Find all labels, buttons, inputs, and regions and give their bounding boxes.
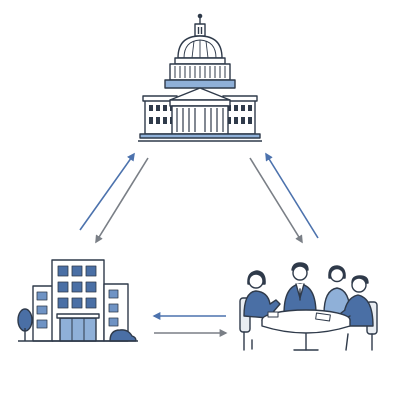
- arrow-government-to-community: [249, 157, 303, 244]
- arrow-community-to-government: [265, 152, 319, 239]
- person-icon: [323, 265, 351, 315]
- office-building-icon: [17, 259, 138, 342]
- meeting-table-icon: [239, 262, 378, 351]
- person-icon: [283, 262, 317, 315]
- arrow-business-to-government: [79, 152, 135, 231]
- capitol-building-icon: [138, 13, 262, 142]
- person-icon: [243, 270, 281, 350]
- arrow-government-to-business: [95, 157, 149, 244]
